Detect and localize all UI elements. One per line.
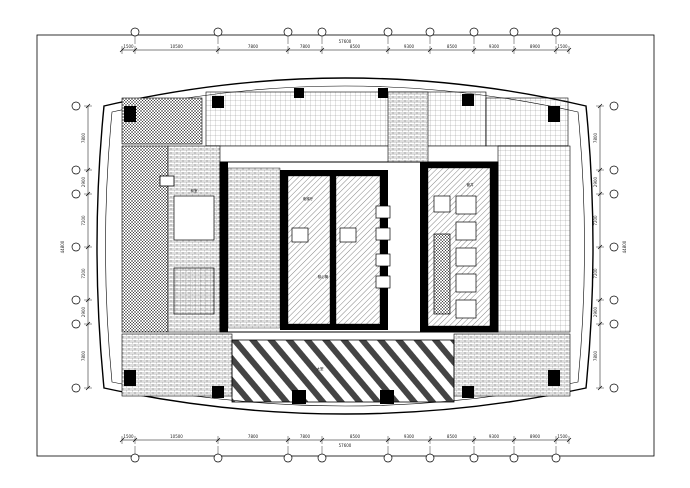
dimension-value: 1500 xyxy=(557,434,568,439)
lobby-band xyxy=(231,339,455,404)
axis-bubble xyxy=(213,453,223,463)
axis-bubble xyxy=(283,453,293,463)
dimension-value: 2900 xyxy=(81,306,86,317)
dimension-value: 10500 xyxy=(170,434,183,439)
dimension-value: 7800 xyxy=(81,132,86,143)
axis-bubble xyxy=(383,453,393,463)
bottom-overall-dimension: 57600 xyxy=(339,443,352,448)
axis-bubble xyxy=(71,295,81,305)
axis-bubble xyxy=(213,27,223,37)
dimension-value: 1500 xyxy=(123,44,134,49)
dimension-value: 8900 xyxy=(530,434,541,439)
dimension-value: 7800 xyxy=(300,434,311,439)
axis-bubble xyxy=(609,242,619,252)
axis-bubble xyxy=(551,453,561,463)
facade-inner-line xyxy=(105,85,585,407)
dimension-value: 8500 xyxy=(447,44,458,49)
axis-bubble xyxy=(469,453,479,463)
dimension-value: 2900 xyxy=(593,176,598,187)
room-label-elevator-lobby: 电梯厅 xyxy=(303,196,314,201)
axis-bubble xyxy=(71,165,81,175)
dimension-value: 2900 xyxy=(81,176,86,187)
axis-bubble xyxy=(71,189,81,199)
dimension-value: 7800 xyxy=(593,350,598,361)
dimension-value: 9300 xyxy=(489,434,500,439)
axis-bubble xyxy=(425,453,435,463)
axis-bubble xyxy=(609,189,619,199)
axis-bubble xyxy=(71,242,81,252)
left-dimension-chain: 7800 2900 7200 7200 2900 7800 xyxy=(81,103,92,391)
top-dimension-chain: 1500 10500 7800 7800 8500 9300 8500 9300 8900 150… xyxy=(119,44,572,54)
dimension-value: 7200 xyxy=(593,215,598,226)
axis-bubble xyxy=(609,101,619,111)
axis-bubble xyxy=(283,27,293,37)
dimension-value: 8500 xyxy=(350,44,361,49)
dimension-value: 7200 xyxy=(81,268,86,279)
dimension-value: 1500 xyxy=(557,44,568,49)
axis-bubble xyxy=(509,453,519,463)
axis-bubble xyxy=(71,319,81,329)
axis-bubble xyxy=(425,27,435,37)
sheet-border xyxy=(36,34,655,457)
dimension-value: 9300 xyxy=(404,434,415,439)
dimension-value: 7200 xyxy=(81,215,86,226)
grid-axis-markers xyxy=(71,27,619,463)
dimension-value: 7800 xyxy=(300,44,311,49)
room-label-shaft-a: 管井 xyxy=(467,182,475,187)
axis-bubble xyxy=(609,295,619,305)
axis-bubble xyxy=(71,383,81,393)
axis-bubble xyxy=(383,27,393,37)
dimension-value: 9300 xyxy=(404,44,415,49)
axis-bubble xyxy=(551,27,561,37)
axis-bubble xyxy=(130,27,140,37)
axis-bubble xyxy=(130,453,140,463)
room-label-shaft-b: 前室 xyxy=(191,188,198,193)
dimension-value: 7800 xyxy=(248,44,259,49)
right-overall-dimension: 44800 xyxy=(622,240,627,253)
left-overall-dimension: 44800 xyxy=(60,240,65,253)
dimension-value: 9300 xyxy=(489,44,500,49)
room-label-lobby: 大堂 xyxy=(317,366,325,371)
dimension-value: 8900 xyxy=(530,44,541,49)
axis-bubble xyxy=(317,27,327,37)
top-overall-dimension: 57600 xyxy=(339,39,352,44)
axis-bubble xyxy=(609,319,619,329)
dimension-value: 8500 xyxy=(350,434,361,439)
dimension-value: 2900 xyxy=(593,306,598,317)
right-dimension-chain: 7800 2900 7200 7200 2900 7800 xyxy=(593,103,604,391)
dimension-value: 7800 xyxy=(81,350,86,361)
axis-bubble xyxy=(317,453,327,463)
bottom-dimension-chain: 1500 10500 7800 7800 8500 9300 8500 9300 8900 150… xyxy=(119,434,572,444)
room-label-core: 核心筒 xyxy=(318,274,329,279)
dimension-value: 7800 xyxy=(593,132,598,143)
central-core xyxy=(173,161,499,333)
axis-bubble xyxy=(609,165,619,175)
dimension-value: 8500 xyxy=(447,434,458,439)
dimension-value: 7200 xyxy=(593,268,598,279)
axis-bubble xyxy=(71,101,81,111)
dimension-value: 1500 xyxy=(123,434,134,439)
axis-bubble xyxy=(469,27,479,37)
axis-bubble xyxy=(509,27,519,37)
dimension-value: 10500 xyxy=(170,44,183,49)
structural-columns xyxy=(124,88,560,398)
dimension-value: 7800 xyxy=(248,434,259,439)
axis-bubble xyxy=(609,383,619,393)
